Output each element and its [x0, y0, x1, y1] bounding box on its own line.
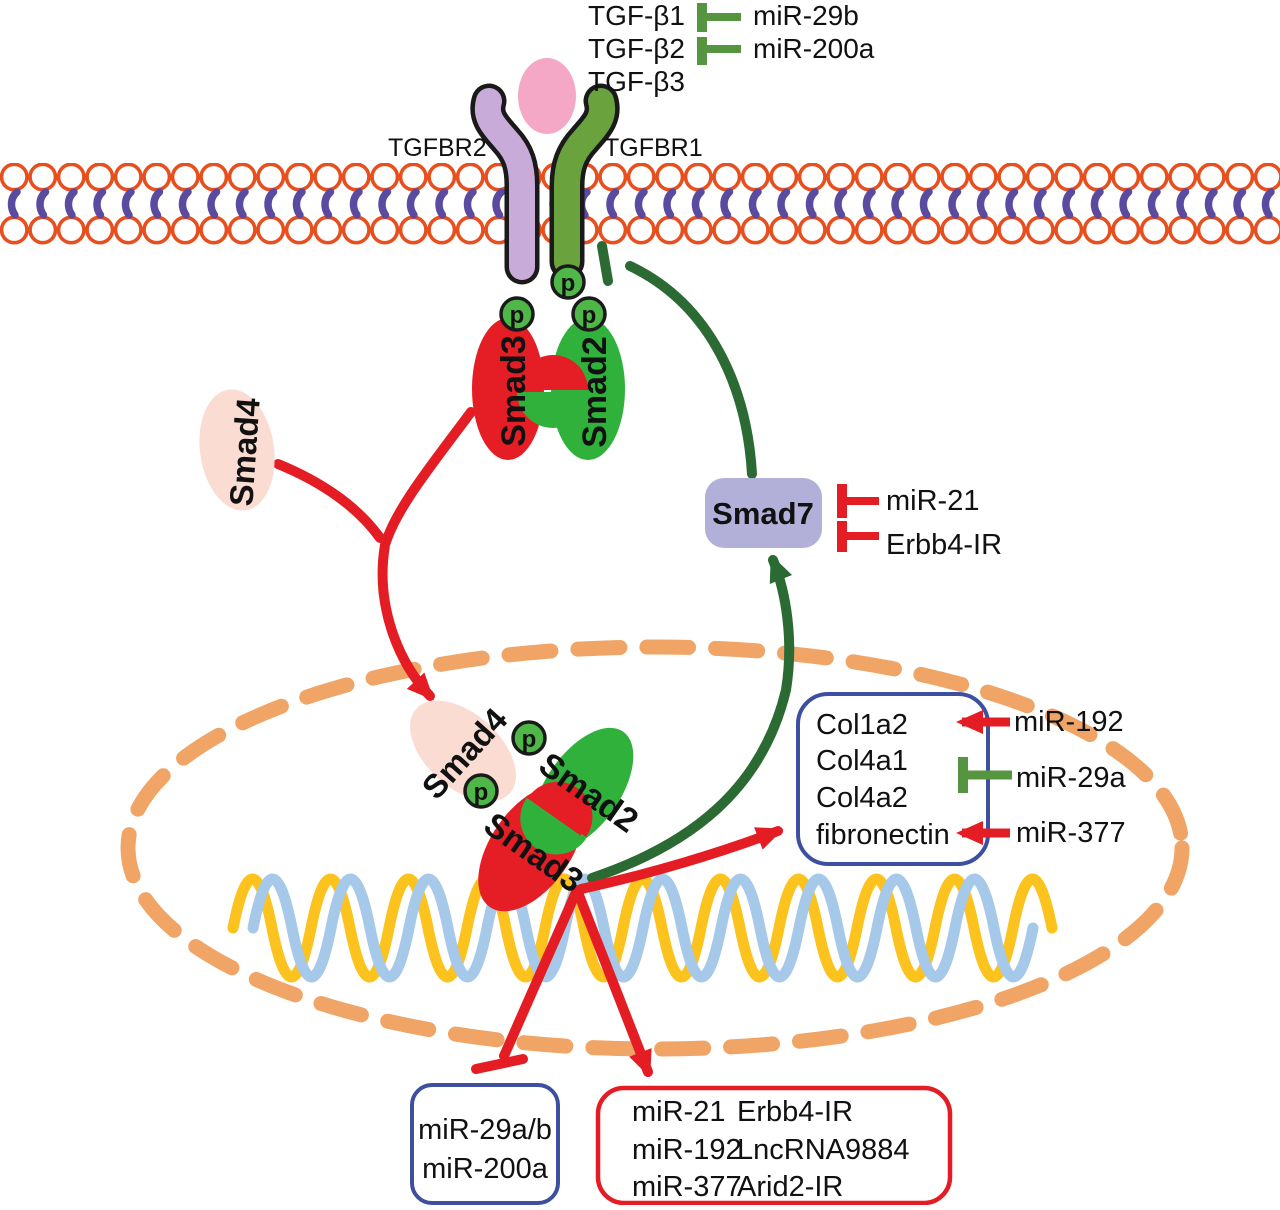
phospho-label: p: [474, 779, 489, 806]
smad4-cytoplasmic-node: Smad4: [199, 389, 275, 511]
smad7-inhibitor-erbb4ir: Erbb4-IR: [886, 529, 1002, 561]
nucleus-envelope: [120, 639, 1190, 1057]
complex-suppresses-mirs-stopper: [471, 1054, 528, 1074]
cell-membrane: [0, 163, 1280, 245]
tgfbr1-body: [554, 88, 616, 275]
smad7-inhibits-receptor-stopper: [597, 241, 613, 286]
target-genes-box: Col1a2 Col4a1 Col4a2 fibronectin: [796, 692, 990, 866]
induced-lncrna9884: LncRNA9884: [737, 1134, 910, 1166]
smad3-label: Smad3: [495, 335, 533, 447]
regulator-mir377: miR-377: [1016, 817, 1126, 849]
gene-col4a1: Col4a1: [816, 745, 908, 777]
suppressed-mir29ab: miR-29a/b: [418, 1114, 552, 1146]
induced-mir192: miR-192: [632, 1134, 742, 1166]
phospho-circle-icon: [499, 296, 535, 332]
receptor-label-tgfbr2: TGFBR2: [388, 134, 487, 162]
gene-fibronectin: fibronectin: [816, 819, 950, 851]
induced-mir377: miR-377: [632, 1171, 742, 1203]
receptor-label-tgfbr1: TGFBR1: [604, 134, 703, 162]
mir200a-inhibit-tbar: [697, 37, 741, 65]
phospho-circle-icon: [511, 720, 547, 756]
complex-induces-smad7-arrow: [587, 554, 795, 883]
phospho-label: p: [510, 302, 525, 329]
inhibitor-label-mir200a: miR-200a: [753, 33, 875, 64]
smad2-ellipse: [551, 318, 625, 460]
induced-ncrnas-box: miR-21 miR-192 miR-377 Erbb4-IR LncRNA98…: [595, 1085, 953, 1206]
smad3-ellipse: [472, 318, 544, 460]
phospho-circle-icon: [463, 773, 499, 809]
smad4-ellipse: [199, 389, 275, 511]
suppressed-mirnas-box: miR-29a/b miR-200a: [410, 1083, 560, 1205]
regulator-mir192: miR-192: [1014, 706, 1124, 738]
mir21-inhibit-tbar: [837, 484, 879, 518]
ligand-label-tgfb2: TGF-β2: [588, 33, 685, 64]
ligand-label-tgfb1: TGF-β1: [588, 0, 685, 31]
gene-col1a2: Col1a2: [816, 709, 908, 741]
phospho-receptor: p: [550, 264, 586, 300]
phospho-label: p: [582, 302, 597, 329]
smad7-inhibits-receptor-line: [625, 261, 757, 479]
smad23-interlock: [520, 781, 593, 855]
receptor-tgfbr1: [549, 83, 620, 280]
induced-erbb4ir: Erbb4-IR: [737, 1096, 853, 1128]
phospho-label: p: [522, 726, 537, 753]
smad7-label: Smad7: [712, 496, 814, 531]
tgfbr2-body: [474, 88, 535, 280]
smad4-label: Smad4: [222, 396, 267, 507]
receptor-tgfbr2: [470, 83, 540, 285]
mir29b-inhibit-tbar: [697, 3, 741, 32]
induced-box-border: [595, 1085, 953, 1206]
suppressed-box-border: [410, 1083, 560, 1205]
phospho-circle-icon: [550, 264, 586, 300]
induced-mir21: miR-21: [632, 1096, 725, 1128]
erbb4ir-inhibit-tbar: [837, 521, 879, 552]
smad7-box: [705, 478, 822, 548]
complex-translocation-arrow: [377, 407, 476, 701]
inhibitor-label-mir29b: miR-29b: [753, 0, 859, 31]
induced-arid2ir: Arid2-IR: [737, 1171, 843, 1203]
smad2-label: Smad2: [576, 336, 614, 448]
complex-activates-genes-arrow: [576, 826, 784, 894]
gene-col4a2: Col4a2: [816, 782, 908, 814]
complex-suppresses-mirs-line: [499, 885, 582, 1061]
smad4-join-line: [273, 459, 385, 543]
regulator-mir29a: miR-29a: [1016, 762, 1126, 794]
mir29a-inhibit-tbar: [958, 757, 1012, 793]
phospho-circle-icon: [571, 296, 607, 332]
suppressed-mir200a: miR-200a: [422, 1153, 549, 1185]
interlock-red-half: [528, 781, 593, 837]
interlock-green-half: [517, 392, 589, 428]
dna-strand-blue: [247, 873, 1039, 983]
cytoplasmic-smad23-complex: Smad3 Smad2 p p: [472, 296, 625, 460]
interlock-red-half: [518, 355, 588, 390]
smad7-inhibitor-mir21: miR-21: [886, 485, 979, 517]
interlock-green-half: [520, 797, 586, 855]
complex-induces-ncrnas-arrow: [572, 885, 653, 1078]
phospho-label: p: [561, 270, 576, 297]
smad7-node: Smad7: [705, 478, 822, 548]
tgf-ligand-icon: [518, 58, 576, 134]
ligand-label-tgfb3: TGF-β3: [588, 66, 685, 97]
